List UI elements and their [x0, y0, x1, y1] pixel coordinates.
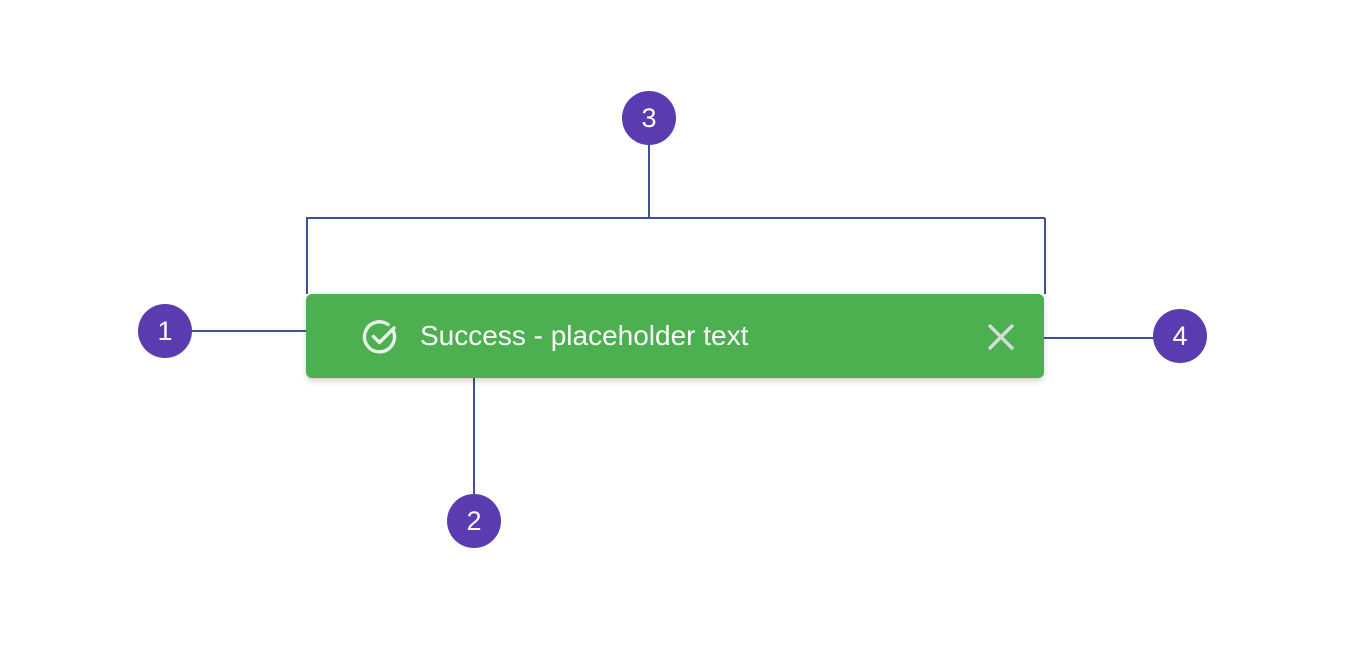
- toast-message: Success - placeholder text: [420, 320, 749, 351]
- callout-3-label: 3: [641, 103, 657, 133]
- callout-2: 2: [447, 494, 501, 548]
- callout-4-label: 4: [1172, 321, 1188, 351]
- check-circle-arc: [362, 320, 397, 354]
- close-icon[interactable]: [981, 317, 1021, 357]
- connector-group: [190, 144, 1155, 496]
- callout-1-label: 1: [157, 316, 173, 346]
- success-toast: Success - placeholder text: [306, 294, 1044, 378]
- check-mark: [371, 326, 396, 345]
- callout-1: 1: [138, 304, 192, 358]
- close-icon-stroke: [988, 324, 1014, 350]
- callout-2-label: 2: [466, 506, 482, 536]
- check-circle-icon: [362, 320, 397, 354]
- callout-3: 3: [622, 91, 676, 145]
- callout-4: 4: [1153, 309, 1207, 363]
